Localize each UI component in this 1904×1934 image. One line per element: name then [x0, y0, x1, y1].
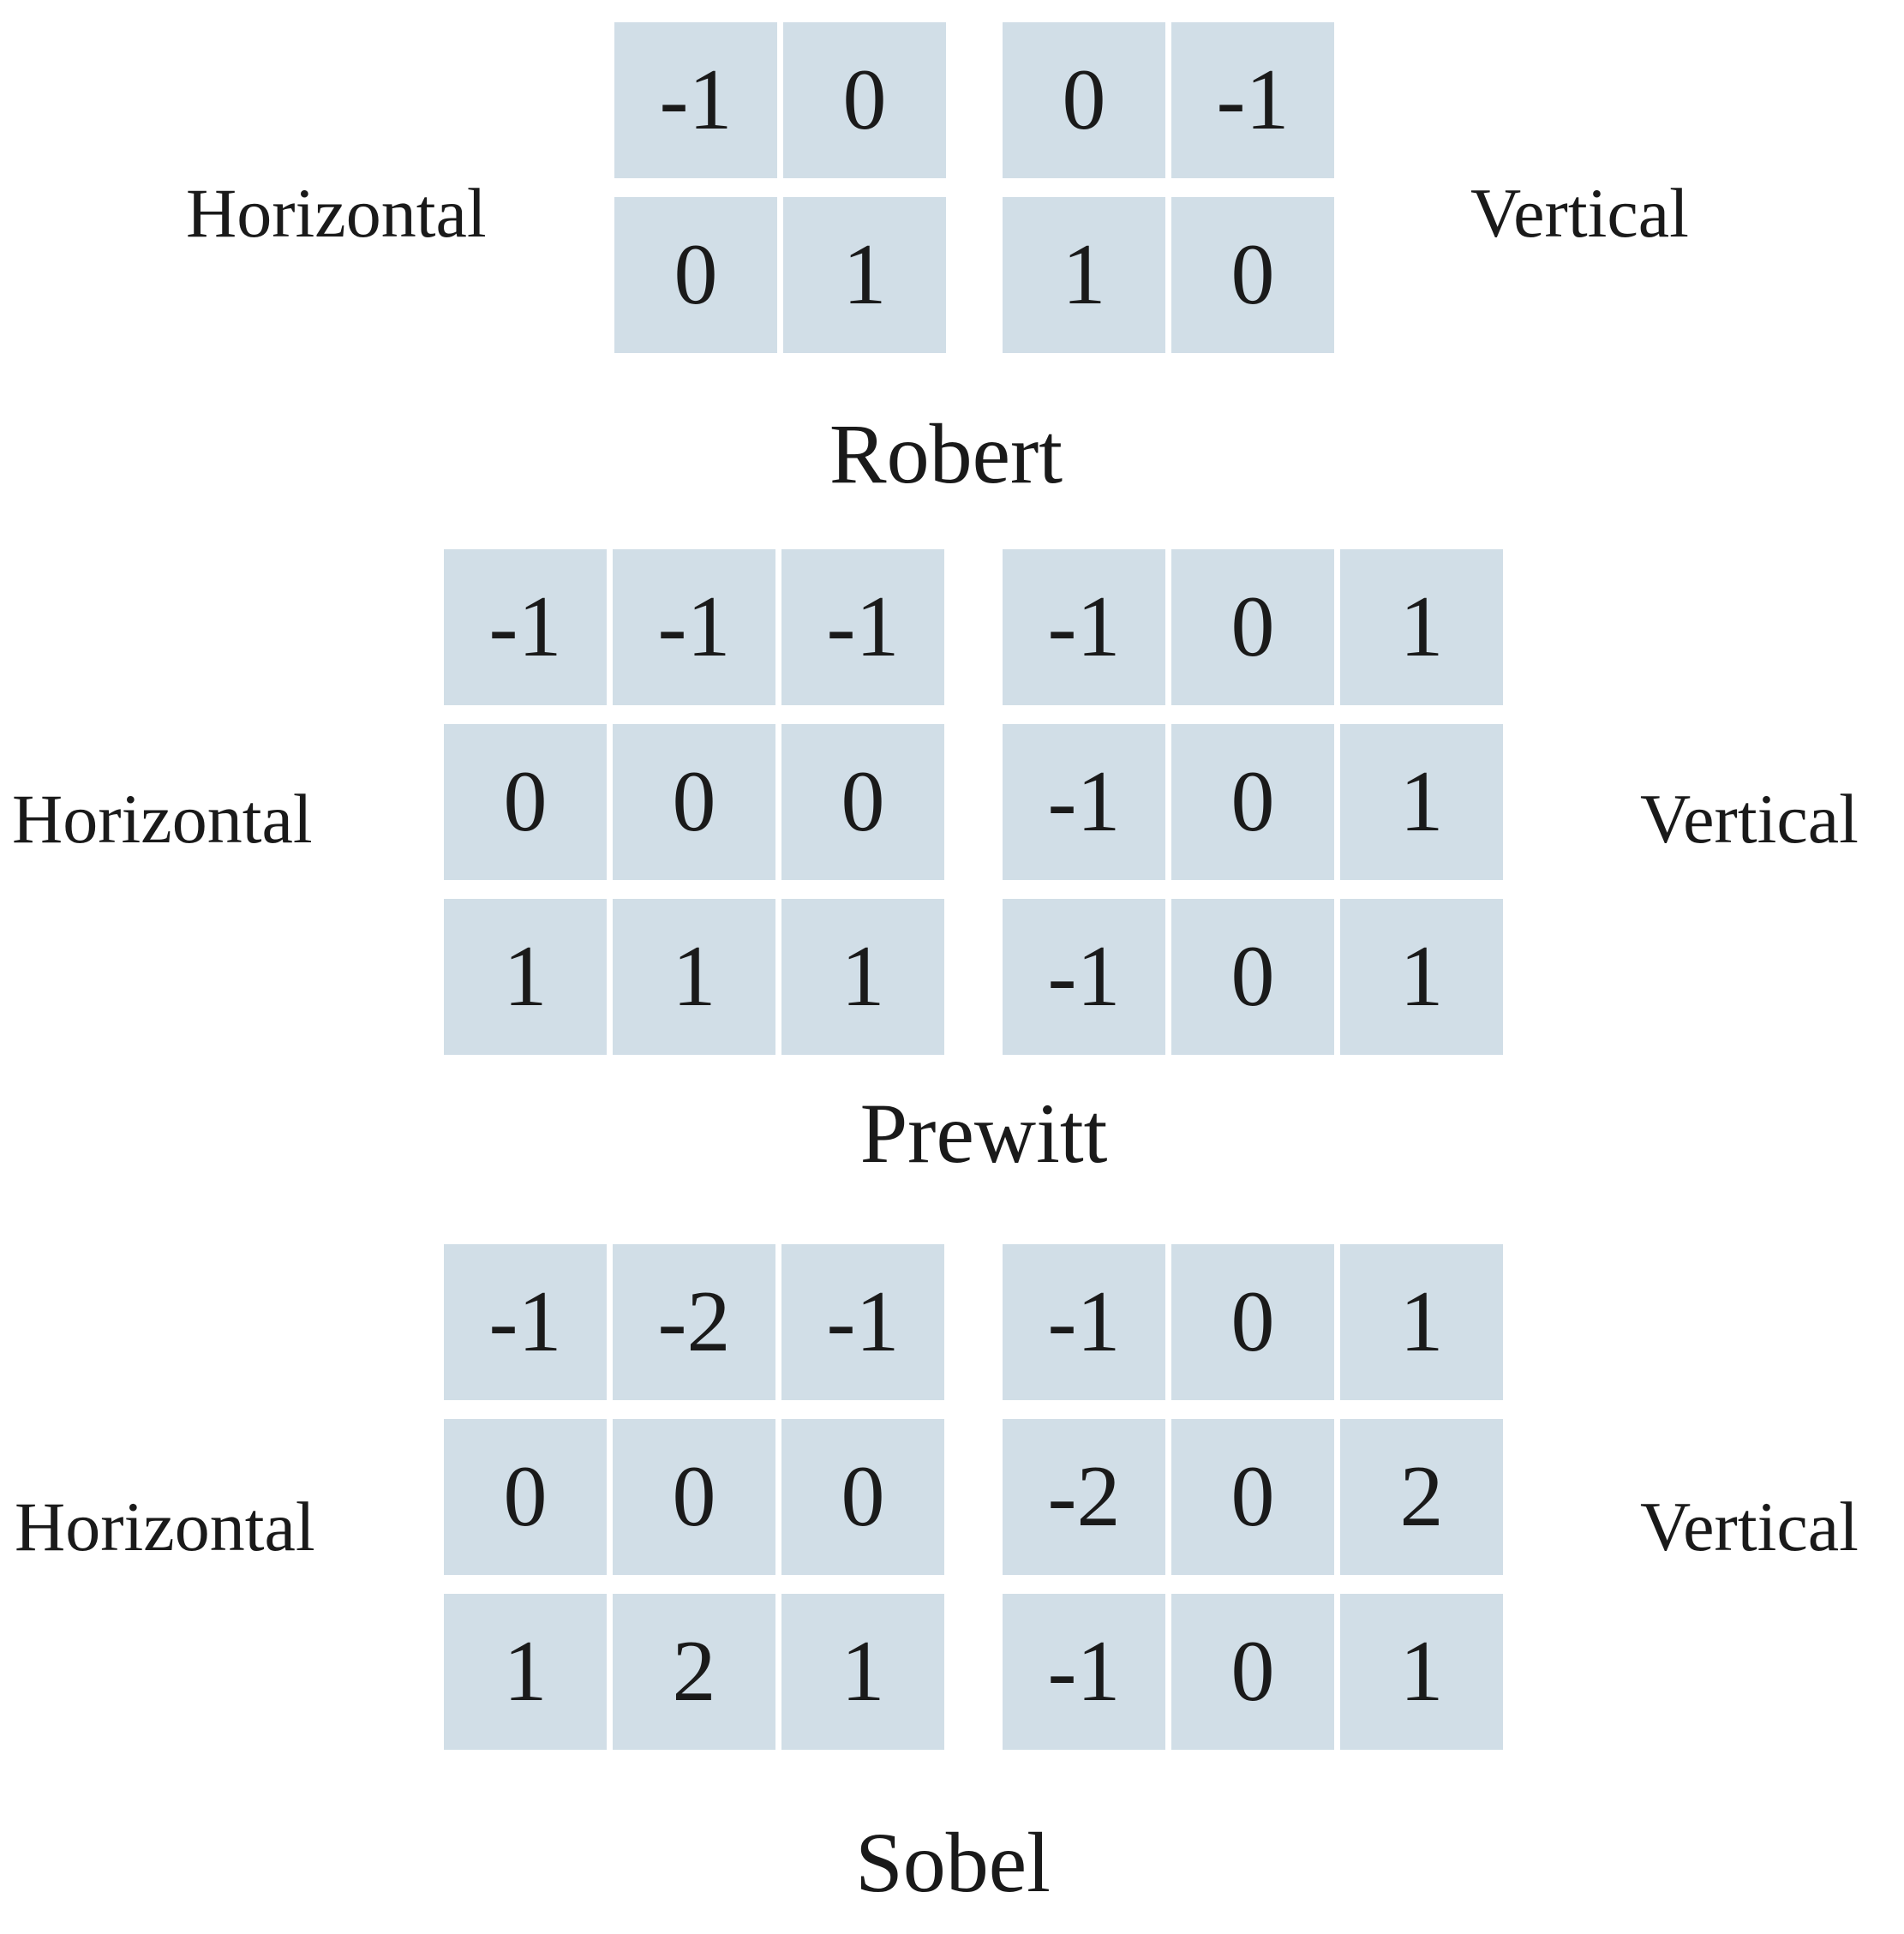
kernel-cell: 1	[444, 1594, 607, 1750]
kernel-cell: 0	[613, 724, 775, 880]
kernel-cell: 0	[781, 724, 944, 880]
kernel-cell: -1	[1003, 1594, 1165, 1750]
kernel-cell: 1	[1340, 899, 1503, 1055]
kernel-cell: 1	[1340, 724, 1503, 880]
kernel-cell: -1	[1003, 1244, 1165, 1400]
vertical-label: Vertical	[1640, 1488, 1859, 1566]
kernel-cell: 2	[1340, 1419, 1503, 1575]
kernel-cell: 1	[781, 1594, 944, 1750]
kernel-cell: -1	[444, 1244, 607, 1400]
kernel-cell: 1	[1003, 197, 1165, 353]
horizontal-label: Horizontal	[186, 174, 487, 252]
operator-name: Sobel	[855, 1815, 1051, 1910]
kernel-cell: 1	[781, 899, 944, 1055]
vertical-label: Vertical	[1470, 174, 1689, 252]
kernel-cell: 0	[1171, 197, 1334, 353]
kernel-cell: -1	[1003, 899, 1165, 1055]
kernel-cell: 0	[613, 1419, 775, 1575]
kernel-cell: -1	[781, 549, 944, 705]
kernel-cell: 2	[613, 1594, 775, 1750]
kernel-cell: 1	[613, 899, 775, 1055]
kernel-cell: 0	[444, 1419, 607, 1575]
kernel-cell: 0	[1171, 724, 1334, 880]
vertical-label: Vertical	[1640, 780, 1859, 858]
operator-name: Robert	[829, 406, 1063, 501]
kernel-cell: 0	[1003, 22, 1165, 178]
kernel-cell: 1	[444, 899, 607, 1055]
kernel-cell: 0	[1171, 549, 1334, 705]
horizontal-label: Horizontal	[12, 780, 313, 858]
kernel-cell: -1	[781, 1244, 944, 1400]
kernel-cell: -1	[444, 549, 607, 705]
kernel-cell: 0	[614, 197, 777, 353]
kernel-cell: 0	[444, 724, 607, 880]
kernel-cell: 0	[1171, 1244, 1334, 1400]
kernel-cell: -1	[1171, 22, 1334, 178]
kernel-cell: 0	[781, 1419, 944, 1575]
kernel-cell: -1	[613, 549, 775, 705]
kernel-cell: 0	[1171, 1419, 1334, 1575]
operator-name: Prewitt	[859, 1086, 1108, 1181]
kernel-cell: 0	[1171, 1594, 1334, 1750]
kernel-cell: -1	[1003, 724, 1165, 880]
kernel-cell: -1	[614, 22, 777, 178]
kernel-cell: 0	[1171, 899, 1334, 1055]
kernel-cell: -1	[1003, 549, 1165, 705]
kernel-cell: 1	[1340, 1594, 1503, 1750]
kernel-cell: 1	[783, 197, 946, 353]
kernel-cell: -2	[613, 1244, 775, 1400]
kernel-cell: 1	[1340, 549, 1503, 705]
horizontal-label: Horizontal	[15, 1488, 315, 1566]
kernel-cell: -2	[1003, 1419, 1165, 1575]
kernel-cell: 1	[1340, 1244, 1503, 1400]
kernel-cell: 0	[783, 22, 946, 178]
